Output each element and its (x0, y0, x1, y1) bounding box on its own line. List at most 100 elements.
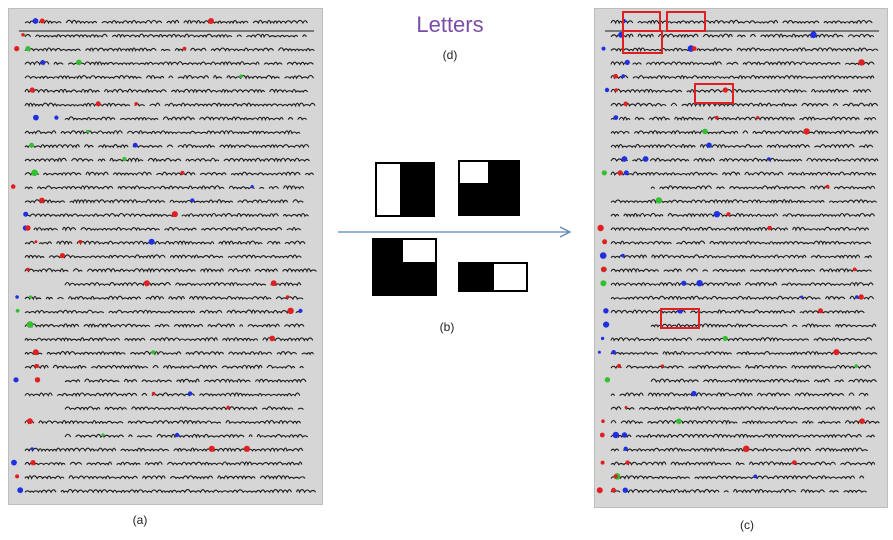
keypoint-marker (152, 392, 156, 396)
handwriting-line (25, 103, 315, 106)
keypoint-marker (286, 295, 290, 299)
handwriting-line (25, 462, 302, 465)
keypoint-marker (271, 280, 277, 286)
handwriting-line (25, 489, 316, 492)
detection-boxes (595, 9, 888, 508)
handwriting-line (65, 379, 306, 382)
keypoint-marker (15, 295, 19, 299)
keypoint-marker (144, 280, 150, 286)
keypoint-marker (33, 115, 39, 121)
keypoint-marker (33, 349, 39, 355)
detection-box (667, 12, 705, 31)
keypoint-marker (54, 116, 58, 120)
handwriting-lines-a (9, 9, 323, 505)
caption-d: (d) (430, 48, 470, 62)
handwriting-line (25, 76, 314, 79)
keypoint-marker (11, 184, 16, 189)
keypoint-marker (190, 198, 194, 202)
feature-vertical-split (375, 162, 435, 217)
keypoint-marker (11, 460, 17, 466)
caption-c: (c) (727, 518, 767, 532)
keypoint-marker (30, 460, 35, 465)
keypoint-marker (226, 406, 230, 410)
handwriting-line (25, 351, 314, 354)
handwriting-line (65, 407, 304, 410)
keypoint-marker (133, 143, 138, 148)
keypoint-marker (269, 336, 275, 342)
keypoint-marker (134, 102, 138, 106)
handwriting-line (25, 324, 304, 327)
keypoint-marker (151, 350, 155, 354)
handwriting-line (25, 172, 314, 175)
handwriting-line (25, 476, 305, 479)
handwriting-line (25, 158, 309, 161)
keypoint-marker (244, 446, 250, 452)
keypoint-marker (16, 309, 20, 313)
keypoint-marker (27, 321, 34, 328)
keypoint-marker (40, 19, 45, 24)
handwriting-line (25, 393, 300, 396)
caption-a: (a) (120, 513, 160, 527)
handwriting-line (65, 434, 308, 437)
keypoint-marker (30, 87, 35, 92)
keypoint-marker (175, 433, 179, 437)
letter-original-image (8, 8, 323, 505)
keypoint-marker (251, 185, 254, 188)
keypoint-marker (96, 101, 101, 106)
caption-b: (b) (427, 320, 467, 334)
handwriting-line (25, 144, 309, 147)
keypoint-marker (149, 239, 155, 245)
keypoint-marker (21, 33, 24, 36)
keypoint-marker (33, 18, 39, 24)
keypoint-marker (183, 47, 187, 51)
handwriting-line (25, 365, 303, 368)
keypoint-marker (29, 143, 34, 148)
keypoint-marker (35, 377, 40, 382)
keypoint-marker (25, 46, 30, 51)
handwriting-line (65, 283, 301, 286)
keypoint-marker (76, 60, 82, 66)
detection-box (623, 12, 660, 31)
letter-detected-image (594, 8, 888, 508)
handwriting-line (25, 227, 301, 230)
keypoint-marker (34, 240, 37, 243)
keypoint-marker (208, 18, 214, 24)
keypoint-marker (209, 446, 215, 452)
keypoint-marker (31, 447, 34, 450)
keypoint-marker (15, 474, 19, 478)
feature-horizontal-split (458, 262, 528, 292)
handwriting-line (25, 48, 314, 51)
keypoint-marker (188, 391, 192, 395)
keypoint-marker (23, 212, 28, 217)
handwriting-line (25, 255, 301, 258)
handwriting-line (25, 200, 303, 203)
haar-feature-templates (330, 150, 580, 310)
keypoint-marker (287, 308, 293, 314)
handwriting-line (25, 34, 306, 37)
keypoint-marker (40, 60, 45, 65)
handwriting-line (65, 117, 312, 120)
keypoint-marker (180, 171, 184, 175)
handwriting-line (25, 20, 307, 23)
keypoint-marker (27, 418, 33, 424)
keypoint-marker (78, 240, 82, 244)
keypoint-marker (13, 377, 18, 382)
handwriting-line (25, 420, 301, 423)
handwriting-line (25, 62, 313, 65)
handwriting-line (25, 269, 317, 272)
keypoint-marker (172, 211, 178, 217)
keypoint-marker (60, 253, 65, 258)
feature-top-right-corner (372, 238, 437, 296)
keypoint-marker (25, 225, 30, 230)
keypoint-marker (239, 74, 243, 78)
diagram-title: Letters (380, 12, 520, 38)
keypoint-marker (14, 46, 19, 51)
keypoint-marker (17, 487, 23, 493)
keypoint-marker (122, 157, 126, 161)
detection-box (623, 31, 662, 53)
detection-box (661, 309, 699, 328)
handwriting-line (25, 448, 303, 451)
handwriting-line (25, 131, 300, 134)
keypoint-marker (31, 170, 38, 177)
keypoint-marker (102, 433, 105, 436)
